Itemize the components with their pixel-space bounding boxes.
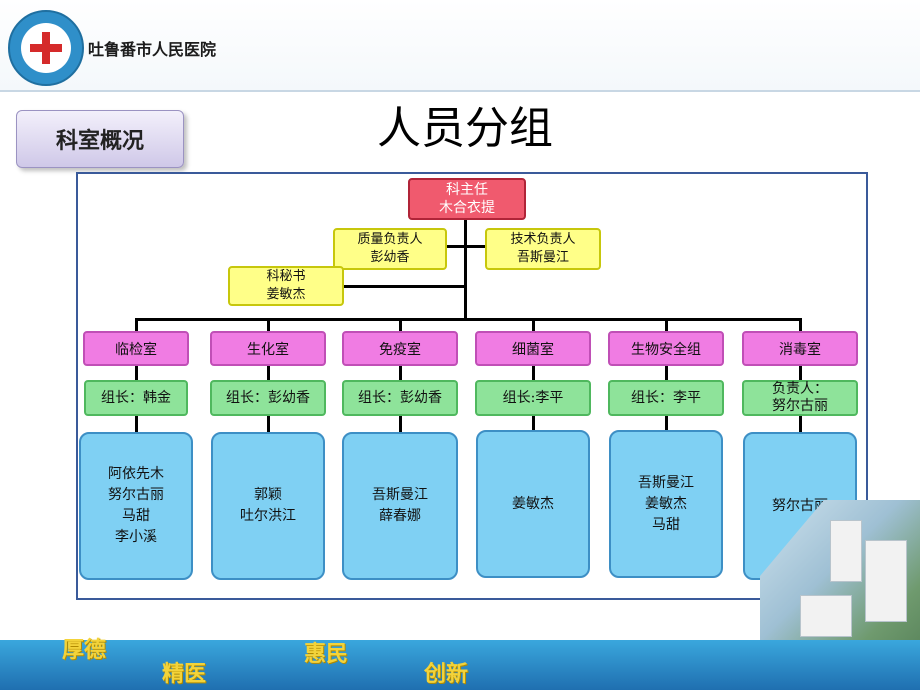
group-members-box: 阿依先木 努尔古丽 马甜 李小溪 [79,432,193,580]
secretary-name: 姜敏杰 [266,287,306,302]
group-name-box: 消毒室 [742,331,858,366]
header-divider [0,90,920,92]
connector-members-4 [665,414,668,434]
footer-bar [0,640,920,690]
connector-members-3 [532,414,535,434]
connector-leader-2 [399,364,402,382]
section-tab: 科室概况 [16,110,184,168]
tech-name: 吾斯曼江 [516,250,569,265]
connector-quality [418,245,488,248]
connector-group-5 [799,318,802,332]
group-name-box: 生化室 [210,331,326,366]
connector-trunk [464,218,467,320]
secretary-role: 科秘书 [266,269,306,284]
connector-group-3 [532,318,535,332]
connector-group-4 [665,318,668,332]
hospital-logo-icon [8,10,84,86]
group-members-box: 吾斯曼江 薛春娜 [342,432,458,580]
group-members-box: 吾斯曼江 姜敏杰 马甜 [609,430,723,578]
quality-box: 质量负责人彭幼香 [333,228,447,270]
secretary-box: 科秘书姜敏杰 [228,266,344,306]
group-leader-box: 组长：韩金 [84,380,188,416]
footer-word-1: 厚德 [62,638,107,663]
footer-word-4: 创新 [424,662,469,687]
group-leader-box: 组长：彭幼香 [342,380,458,416]
connector-leader-5 [799,364,802,382]
director-box: 科主任木合衣提 [408,178,526,220]
group-name-box: 免疫室 [342,331,458,366]
connector-members-1 [267,414,270,434]
connector-group-2 [399,318,402,332]
org-chart-frame [76,172,868,600]
group-leader-box: 组长:李平 [475,380,591,416]
quality-role: 质量负责人 [357,232,423,247]
page-title: 人员分组 [377,103,553,154]
group-name-box: 临检室 [83,331,189,366]
footer-word-3: 惠民 [304,642,349,667]
connector-group-0 [135,318,138,332]
director-name: 木合衣提 [439,200,495,216]
group-name-box: 生物安全组 [608,331,724,366]
group-name-box: 细菌室 [475,331,591,366]
tech-role: 技术负责人 [510,232,576,247]
header-bar: 吐鲁番市人民医院 [0,0,920,90]
quality-name: 彭幼香 [370,250,410,265]
group-leader-box: 组长：李平 [608,380,724,416]
group-members-box: 姜敏杰 [476,430,590,578]
tech-box: 技术负责人吾斯曼江 [485,228,601,270]
footer-word-2: 精医 [162,662,207,687]
connector-members-0 [135,414,138,434]
connector-group-1 [267,318,270,332]
group-members-box: 郭颖 吐尔洪江 [211,432,325,580]
connector-members-5 [799,414,802,434]
connector-groups-bar [136,318,802,321]
connector-leader-4 [665,364,668,382]
director-role: 科主任 [446,182,488,198]
hospital-name: 吐鲁番市人民医院 [88,40,217,59]
connector-leader-0 [135,364,138,382]
group-leader-box: 组长：彭幼香 [210,380,326,416]
connector-secretary [340,285,466,288]
connector-leader-3 [532,364,535,382]
group-leader-box: 负责人： 努尔古丽 [742,380,858,416]
connector-members-2 [399,414,402,434]
connector-leader-1 [267,364,270,382]
